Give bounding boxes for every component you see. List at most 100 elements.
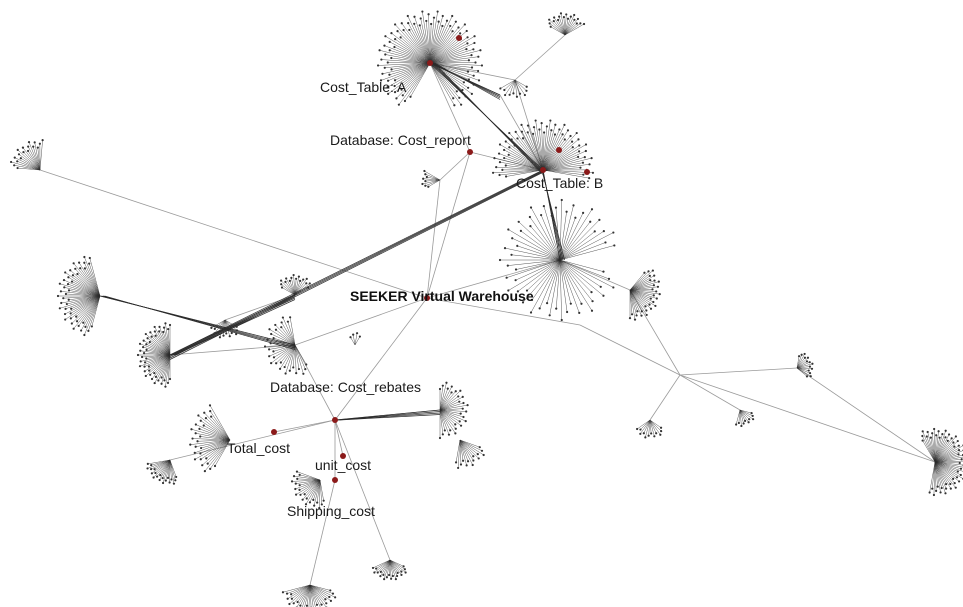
leaf-edge (144, 354, 171, 372)
leaf-edge (149, 354, 171, 371)
leaf-edge (934, 461, 951, 489)
leaf-node (175, 475, 178, 479)
leaf-edge (542, 130, 552, 171)
leaf-edge (195, 433, 231, 441)
leaf-node (949, 487, 952, 490)
leaf-edge (285, 344, 296, 374)
leaf-node (589, 220, 592, 223)
leaf-node (953, 482, 956, 485)
leaf-node (203, 470, 206, 473)
leaf-edge (439, 409, 462, 426)
leaf-node (472, 48, 475, 51)
leaf-edge (643, 419, 651, 434)
leaf-node (199, 419, 202, 422)
cluster-shipping (290, 470, 325, 510)
leaf-edge (224, 319, 232, 334)
leaf-node (378, 49, 381, 52)
leaf-edge (542, 129, 560, 171)
leaf-node (751, 414, 754, 418)
leaf-node (921, 430, 924, 433)
leaf-edge (61, 295, 101, 304)
leaf-edge (84, 268, 101, 297)
leaf-edge (139, 343, 171, 356)
leaf-node (399, 36, 402, 39)
leaf-edge (66, 295, 101, 305)
leaf-edge (414, 16, 431, 64)
leaf-node (647, 434, 650, 437)
leaf-node (400, 22, 403, 25)
leaf-edge (273, 344, 296, 358)
leaf-edge (922, 440, 936, 463)
leaf-node (441, 384, 444, 387)
leaf-node (288, 369, 291, 372)
leaf-edge (388, 62, 431, 95)
leaf-edge (459, 439, 484, 456)
leaf-edge (429, 42, 475, 64)
leaf-edge (206, 439, 231, 459)
leaf-edge (22, 147, 41, 171)
leaf-node (588, 163, 591, 166)
leaf-edge (309, 584, 326, 600)
leaf-node (465, 464, 468, 467)
leaf-node (540, 213, 543, 217)
leaf-edge (504, 79, 516, 91)
leaf-node (22, 150, 25, 154)
leaf-node (290, 276, 293, 279)
leaf-edge (649, 419, 657, 434)
leaf-edge (559, 259, 604, 272)
leaf-node (808, 361, 811, 364)
leaf-edge (211, 319, 226, 329)
leaf-edge (63, 279, 101, 297)
leaf-node (146, 462, 149, 466)
leaf-node (324, 598, 327, 601)
leaf-node (464, 419, 467, 423)
leaf-edge (459, 439, 462, 465)
leaf-edge (159, 459, 171, 481)
leaf-node (280, 326, 283, 329)
leaf-node (27, 145, 30, 148)
cluster-bottom-left (146, 459, 178, 485)
leaf-edge (144, 354, 171, 363)
leaf-edge (395, 38, 431, 64)
leaf-node (534, 119, 537, 122)
leaf-node (304, 503, 308, 506)
cluster-top-right (548, 12, 586, 36)
leaf-edge (281, 284, 296, 296)
leaf-node (503, 148, 506, 152)
leaf-edge (429, 60, 469, 64)
leaf-node (574, 216, 577, 219)
leaf-node (952, 441, 955, 444)
leaf-edge (192, 438, 231, 441)
leaf-edge (291, 584, 311, 595)
leaf-node (162, 326, 166, 329)
leaf-node (390, 32, 393, 35)
leaf-node (457, 395, 460, 398)
leaf-edge (429, 62, 474, 85)
leaf-node (921, 439, 924, 442)
leaf-edge (629, 284, 654, 291)
leaf-node (145, 348, 148, 351)
leaf-edge (429, 25, 443, 64)
leaf-edge (542, 164, 590, 171)
highlighted-node (424, 295, 430, 301)
leaf-edge (73, 295, 101, 329)
leaf-node (532, 126, 536, 129)
leaf-edge (459, 439, 478, 455)
leaf-node (467, 86, 470, 89)
leaf-edge (295, 479, 321, 484)
leaf-node (572, 204, 575, 207)
leaf-node (562, 16, 565, 19)
leaf-node (149, 331, 152, 334)
leaf-node (144, 332, 147, 336)
leaf-node (388, 49, 391, 52)
leaf-edge (629, 289, 642, 316)
leaf-node (461, 88, 464, 92)
leaf-node (941, 432, 944, 436)
leaf-node (315, 603, 319, 606)
leaf-edge (269, 329, 296, 346)
leaf-node (199, 458, 202, 461)
leaf-node (203, 411, 206, 414)
leaf-edge (200, 420, 231, 441)
leaf-node (554, 123, 557, 126)
leaf-node (658, 293, 661, 296)
